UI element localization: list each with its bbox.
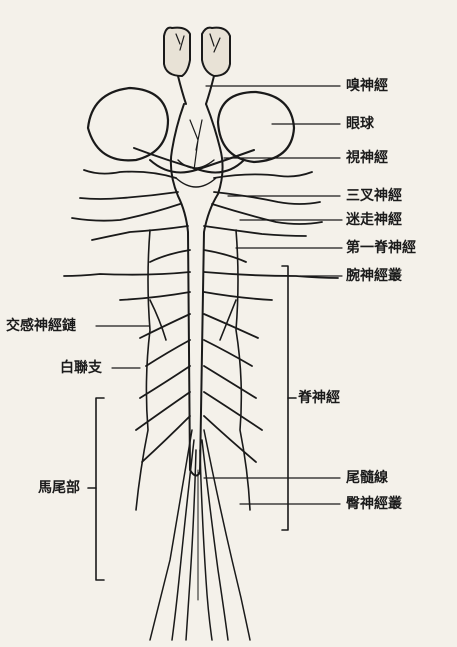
label-spinal-nerves: 脊神經 xyxy=(298,390,340,406)
label-white-ramus: 白聯支 xyxy=(60,360,102,376)
brain-stem xyxy=(171,104,223,476)
brackets xyxy=(88,266,296,580)
label-sympathetic-chain: 交感神經鏈 xyxy=(6,318,76,334)
sympathetic-chain xyxy=(136,230,250,510)
cauda-equina xyxy=(150,430,250,640)
label-trigeminal-nerve: 三叉神經 xyxy=(346,188,402,204)
label-sacral-plexus: 臀神經叢 xyxy=(346,496,402,512)
label-eyeball: 眼球 xyxy=(346,116,374,132)
label-optic-nerve: 視神經 xyxy=(346,150,388,166)
eyeballs xyxy=(88,88,294,162)
label-brachial-plexus: 腕神經叢 xyxy=(346,268,402,284)
label-first-spinal-nerve: 第一脊神經 xyxy=(346,240,416,256)
cranial-nerves xyxy=(72,170,322,240)
olfactory-lobes xyxy=(164,28,230,104)
label-olfactory-nerve: 嗅神經 xyxy=(346,78,388,94)
label-filum-terminale: 尾髓線 xyxy=(346,470,388,486)
label-vagus-nerve: 迷走神經 xyxy=(346,212,402,228)
label-cauda-equina: 馬尾部 xyxy=(38,480,80,496)
